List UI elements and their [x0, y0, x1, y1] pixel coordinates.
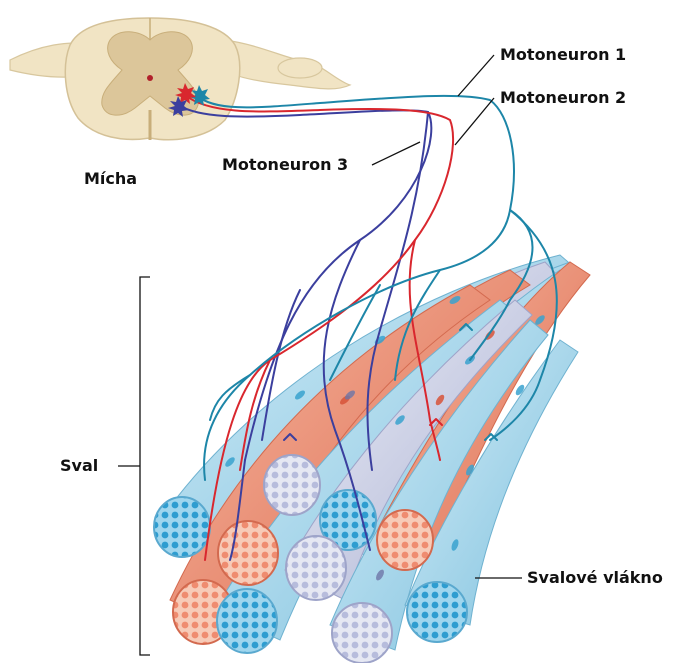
leader-motoneuron-3	[372, 142, 420, 165]
leader-motoneuron-1	[458, 55, 494, 96]
leader-motoneuron-2	[455, 98, 494, 145]
spinal-cord	[10, 18, 350, 140]
muscle-bracket	[140, 277, 150, 655]
dorsal-root-ganglion	[278, 58, 322, 78]
muscle	[154, 255, 590, 663]
label-motoneuron-1: Motoneuron 1	[500, 45, 626, 64]
label-motoneuron-3: Motoneuron 3	[222, 155, 348, 174]
label-muscle-fiber: Svalové vlákno	[527, 568, 663, 587]
label-motoneuron-2: Motoneuron 2	[500, 88, 626, 107]
label-muscle: Sval	[60, 456, 98, 475]
label-spinal-cord: Mícha	[84, 169, 137, 188]
central-canal	[147, 75, 153, 81]
